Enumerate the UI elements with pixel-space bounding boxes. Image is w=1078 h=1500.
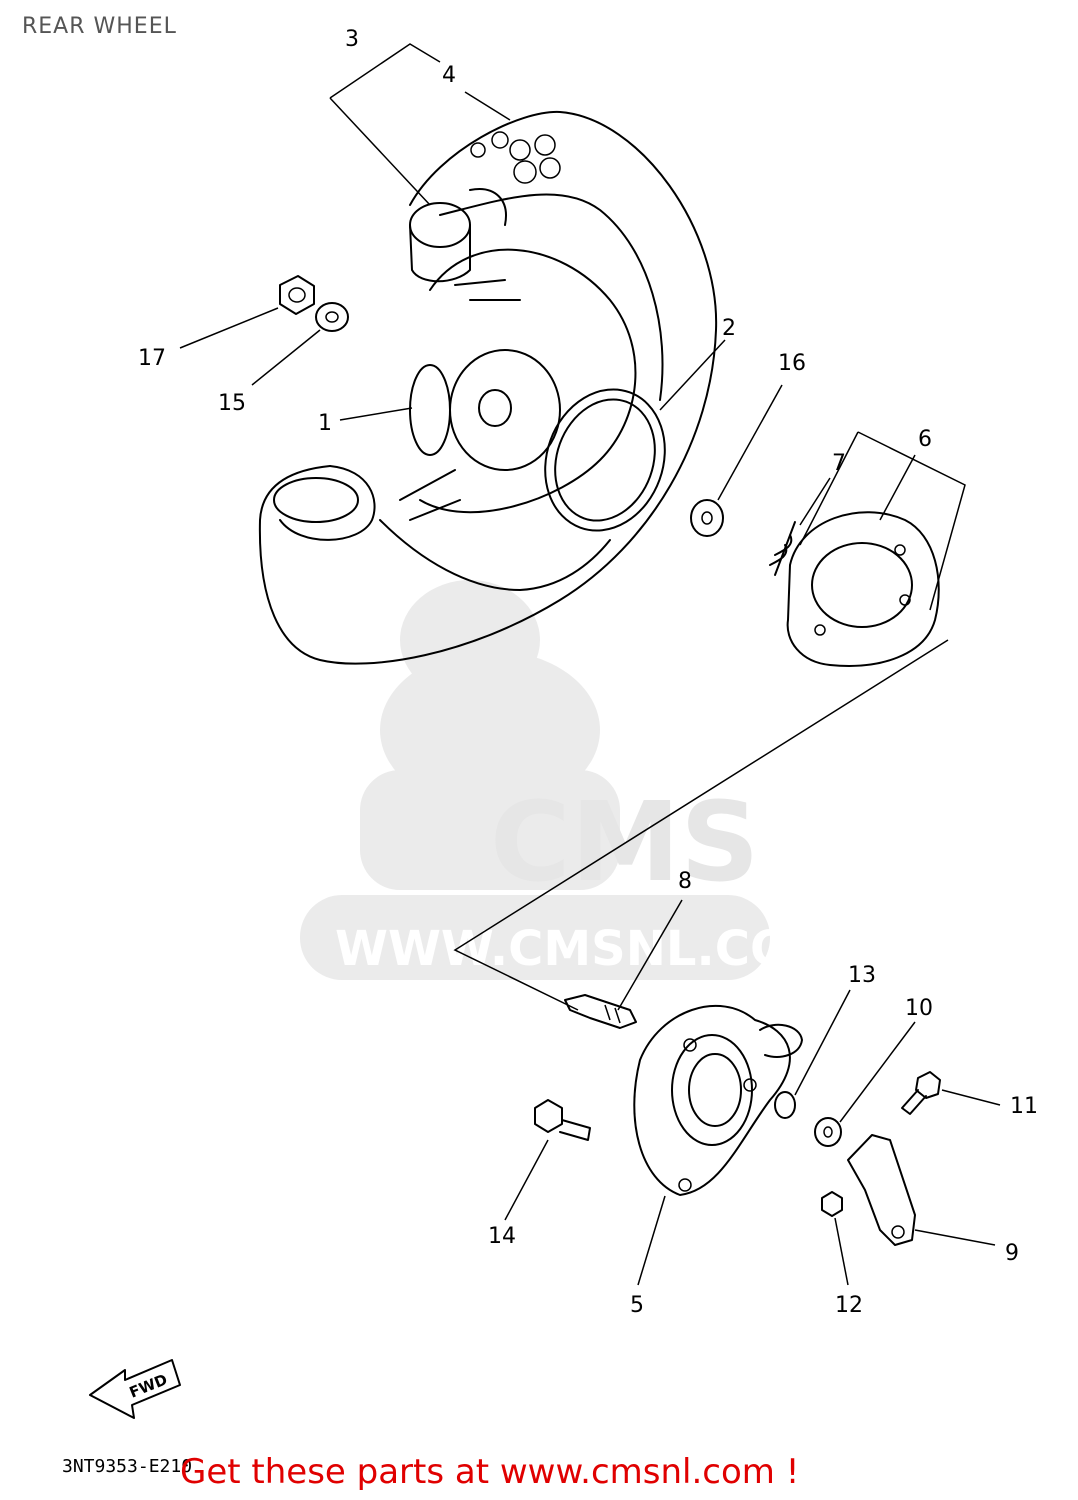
brake-shoe-spring[interactable] bbox=[769, 521, 796, 576]
plate-bolt[interactable] bbox=[534, 1099, 591, 1141]
callout-numbers: 1 2 3 4 5 6 7 8 9 10 11 12 13 14 15 16 1… bbox=[138, 27, 1038, 1318]
axle-washer[interactable] bbox=[315, 302, 349, 332]
lever-bolt[interactable] bbox=[901, 1071, 941, 1115]
lever-nut[interactable] bbox=[821, 1191, 843, 1217]
callout-3: 3 bbox=[345, 27, 359, 52]
tire-tread bbox=[470, 131, 561, 184]
camshaft-washer[interactable] bbox=[774, 1091, 796, 1119]
callout-17: 17 bbox=[138, 346, 166, 371]
callout-5: 5 bbox=[630, 1293, 644, 1318]
watermark-url: WWW.CMSNL.COM bbox=[335, 921, 839, 977]
spacer-washer[interactable] bbox=[690, 499, 724, 537]
watermark-brand: CMS bbox=[490, 778, 759, 906]
callout-8: 8 bbox=[678, 869, 692, 894]
lever-washer[interactable] bbox=[814, 1117, 842, 1147]
forward-arrow-icon: FWD bbox=[89, 1359, 181, 1419]
callout-15: 15 bbox=[218, 391, 246, 416]
wheel-hub[interactable] bbox=[399, 248, 637, 521]
callout-16: 16 bbox=[778, 351, 806, 376]
callout-12: 12 bbox=[835, 1293, 863, 1318]
drawing-code: 3NT9353-E210 bbox=[62, 1456, 193, 1477]
brake-shoe-plate[interactable] bbox=[633, 1004, 803, 1196]
callout-10: 10 bbox=[905, 996, 933, 1021]
camshaft-lever[interactable] bbox=[847, 1134, 916, 1246]
tube-valve[interactable] bbox=[409, 188, 507, 283]
brake-shoe-set[interactable] bbox=[786, 511, 940, 667]
callout-7: 7 bbox=[832, 451, 846, 476]
callout-6: 6 bbox=[918, 427, 932, 452]
callout-2: 2 bbox=[722, 316, 736, 341]
callout-4: 4 bbox=[442, 63, 456, 88]
callout-14: 14 bbox=[488, 1224, 516, 1249]
leader-lines bbox=[179, 43, 1001, 1286]
callout-13: 13 bbox=[848, 963, 876, 988]
callout-9: 9 bbox=[1005, 1241, 1019, 1266]
cmsnl-parts-link[interactable]: Get these parts at www.cmsnl.com ! bbox=[180, 1452, 800, 1492]
callout-1: 1 bbox=[318, 411, 332, 436]
callout-11: 11 bbox=[1010, 1094, 1038, 1119]
tire[interactable] bbox=[258, 110, 718, 665]
fwd-label: FWD bbox=[127, 1370, 170, 1401]
hub-seal[interactable] bbox=[526, 373, 684, 548]
assembly-guide-line bbox=[453, 639, 949, 1011]
cmsnl-watermark: CMS WWW.CMSNL.COM bbox=[300, 580, 839, 980]
brake-camshaft[interactable] bbox=[564, 994, 637, 1029]
diagram-title: REAR WHEEL bbox=[22, 14, 177, 39]
axle-nut[interactable] bbox=[279, 275, 315, 315]
